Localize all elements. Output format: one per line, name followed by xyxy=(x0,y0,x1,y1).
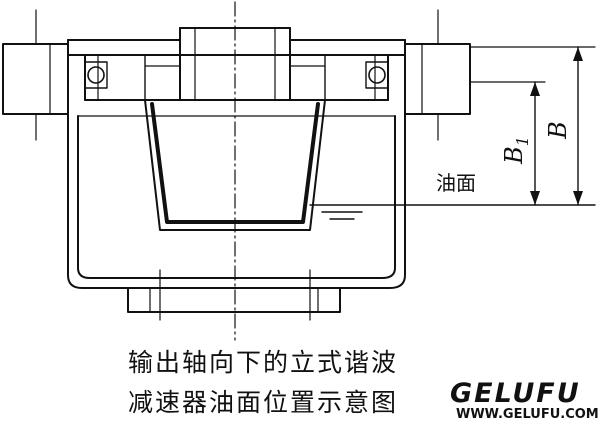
label-b1-sub: 1 xyxy=(513,136,532,146)
watermark-url: WWW.GELUFU.COM xyxy=(456,407,599,422)
top-cover xyxy=(67,27,406,115)
label-b1: B1 xyxy=(500,136,532,165)
housing xyxy=(67,113,406,321)
dimension-lines xyxy=(469,46,596,206)
left-bearing xyxy=(84,61,108,89)
right-flange xyxy=(404,9,471,141)
left-flange xyxy=(2,9,69,141)
dimension-arrows xyxy=(530,47,583,205)
caption-line-1: 输出轴向下的立式谐波 xyxy=(128,348,399,377)
watermark-logo: GELUFU xyxy=(450,378,581,409)
caption-line-2: 减速器油面位置示意图 xyxy=(128,388,399,417)
flexspline-cup xyxy=(124,99,346,231)
right-bearing xyxy=(365,61,389,89)
oil-surface-label: 油面 xyxy=(436,171,476,195)
label-b-text: B xyxy=(544,121,572,140)
label-b: B xyxy=(544,121,572,140)
label-b1-main: B xyxy=(500,146,528,165)
svg-text:B1: B1 xyxy=(500,136,532,165)
shaft-hub xyxy=(144,1,326,341)
oil-level xyxy=(309,204,596,220)
